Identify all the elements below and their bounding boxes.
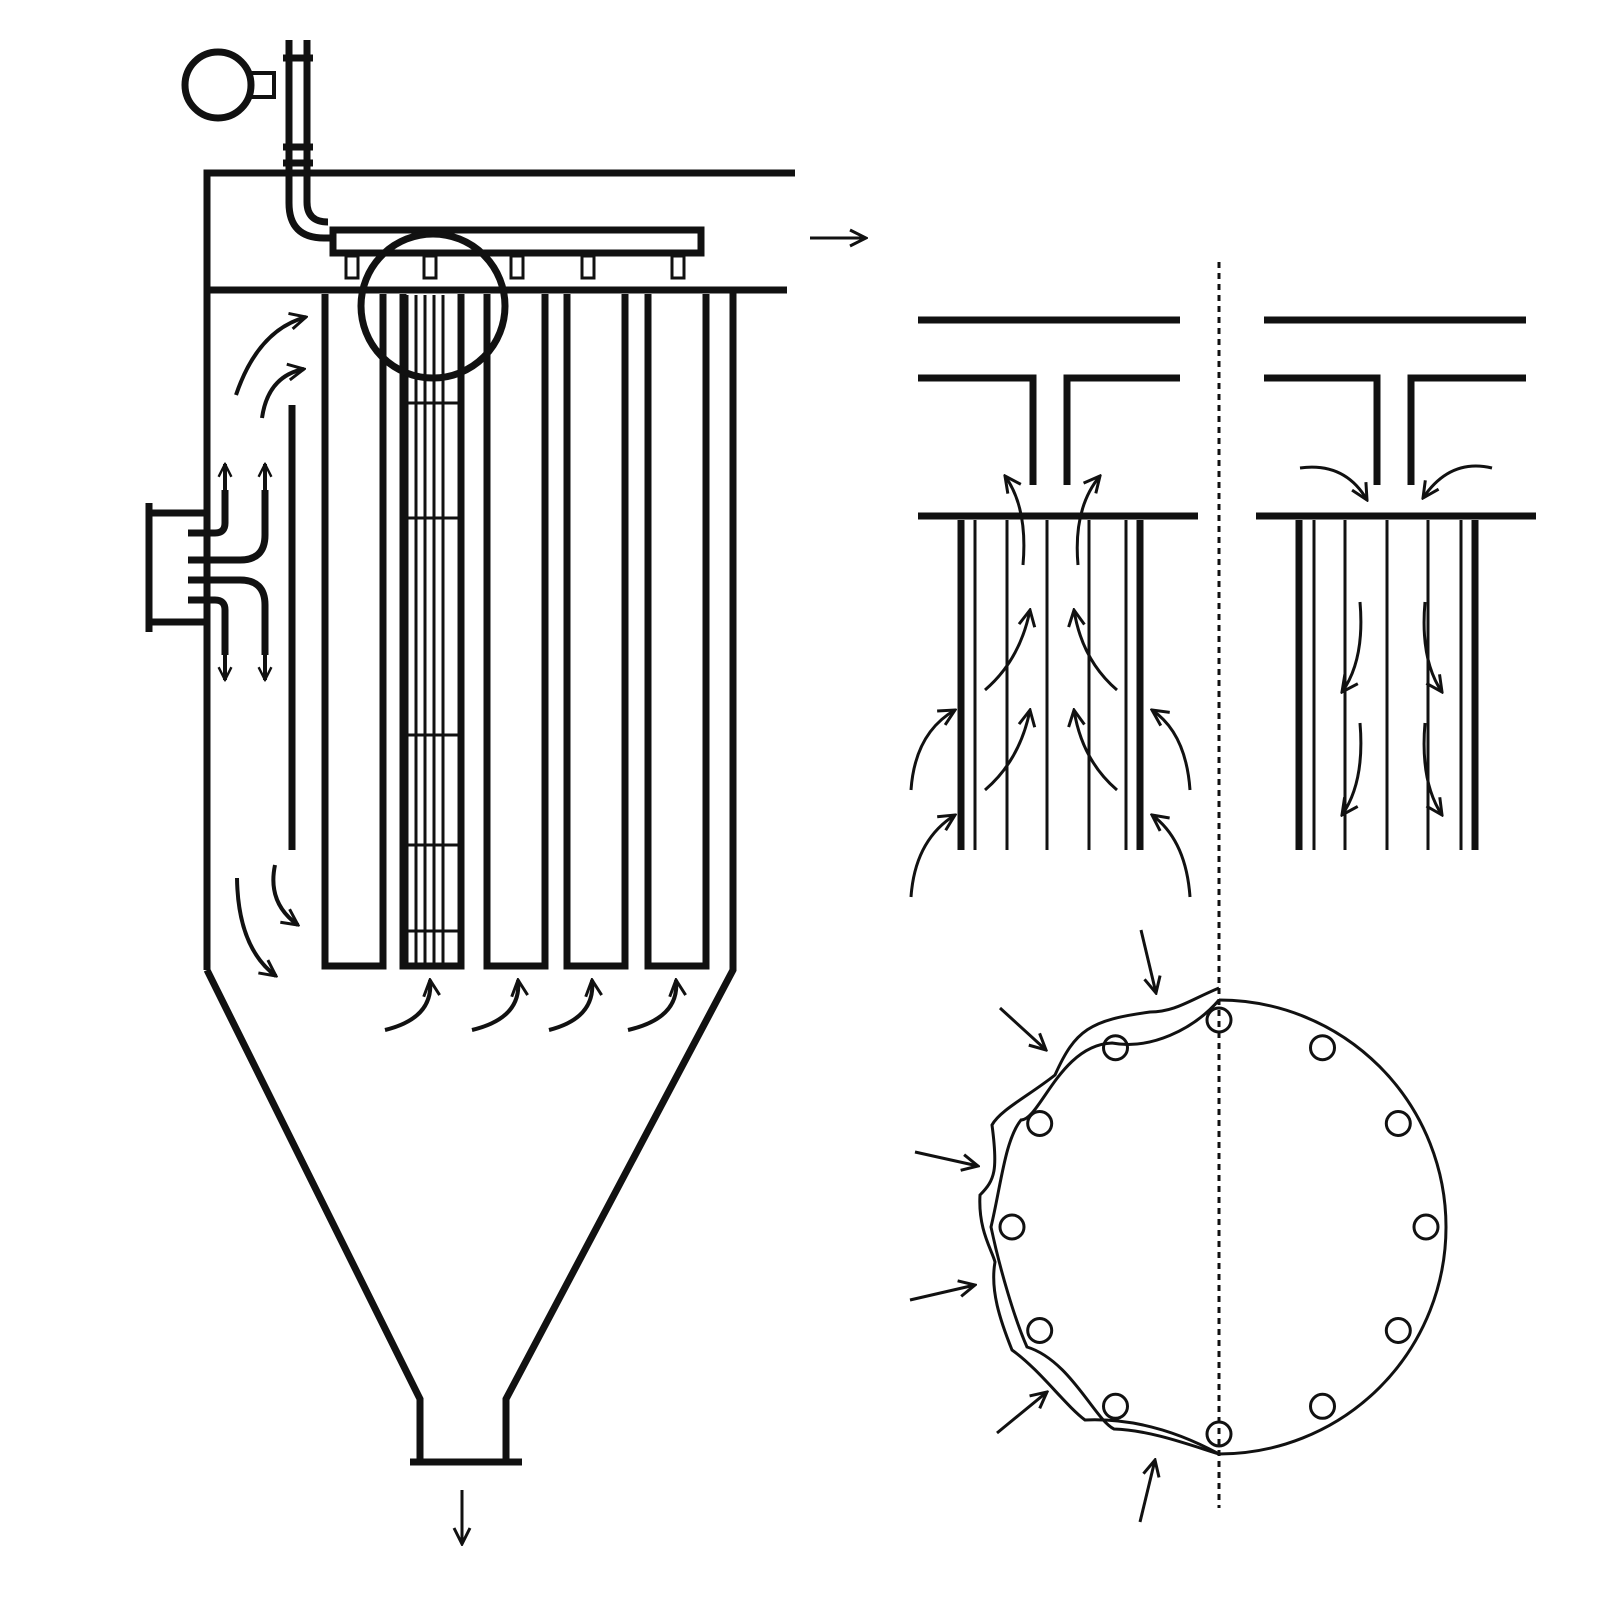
inflow-arrow [471,980,518,1032]
support-ring [1384,1317,1412,1344]
filter-bags [321,294,710,970]
filter-bag [321,294,387,970]
blow-pipe-manifold [324,226,705,257]
filtering-bags [957,520,1144,850]
magnifier-circle [357,230,509,382]
nozzle [670,254,686,280]
filter-bag [483,294,549,970]
support-ring [1102,1392,1129,1420]
support-ring [1026,1110,1054,1137]
pulse-bags [1295,520,1479,850]
filtering-header [918,316,1198,520]
pulse-nozzles [344,254,686,280]
collector-main-view [145,40,866,1544]
support-ring [1309,1034,1336,1062]
filtering-flow-arrows [909,476,1192,898]
filter-bag [563,294,629,970]
collapsed-bag-outer-contour [978,986,1220,1456]
support-ring [1412,1213,1440,1241]
bottom-inflow-arrows [384,980,676,1032]
inflow-arrow [384,980,430,1032]
detail-pulse-cleaning-state [1256,316,1536,850]
nozzle [422,254,438,280]
support-ring [998,1213,1026,1241]
collapsed-bag-inner-contour [989,999,1221,1456]
bag-cross-section [909,929,1448,1523]
nozzle [580,254,596,280]
nozzle [344,254,360,280]
compressed-air-tank [181,48,276,122]
collector-housing [203,169,795,1466]
support-ring [1205,1420,1233,1448]
support-ring [1102,1034,1129,1062]
pulse-header [1256,316,1536,520]
filter-bag [399,294,465,970]
support-ring [1384,1110,1412,1137]
pulse-flow-arrows [1299,464,1493,815]
dust-inlet [145,490,269,655]
inflow-arrow [548,980,592,1032]
air-supply-pipe [283,40,329,242]
support-ring [1026,1317,1054,1344]
cross-section-inflow-arrows [909,929,1156,1523]
filter-bag [644,294,710,970]
inflow-arrow [627,980,676,1032]
detail-filtering-state [909,316,1198,898]
support-rings [998,1006,1440,1448]
support-ring [1205,1006,1233,1034]
housing-flow-arrows [234,317,306,976]
filter-bag-cage-detail [403,295,461,965]
inlet-flow-arrows [225,464,265,680]
inflated-bag-half [1218,998,1448,1456]
nozzle [509,254,525,280]
support-ring [1309,1392,1336,1420]
